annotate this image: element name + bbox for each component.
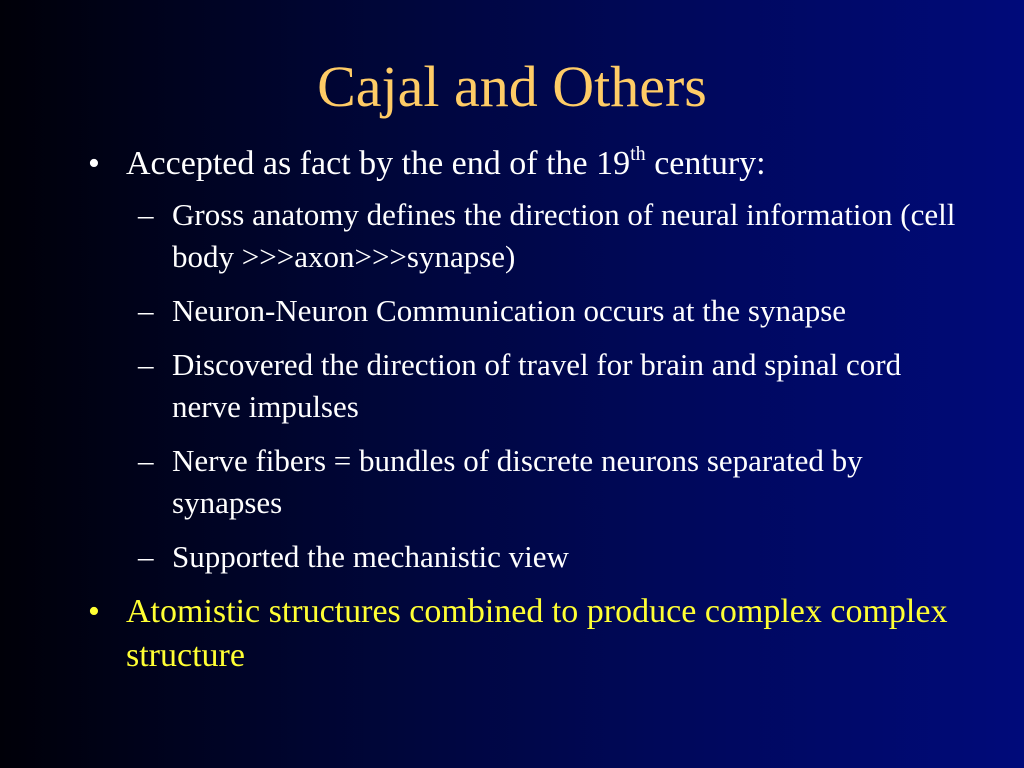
sub-item-text: Nerve fibers = bundles of discrete neuro…	[172, 443, 863, 520]
bullet-marker: •	[88, 145, 100, 182]
slide-title: Cajal and Others	[317, 54, 707, 119]
sub-item-5: – Supported the mechanistic view	[138, 536, 968, 578]
bullet-item-2: • Atomistic structures combined to produ…	[88, 590, 968, 678]
sub-list: – Gross anatomy defines the direction of…	[88, 194, 968, 578]
sub-item-text: Discovered the direction of travel for b…	[172, 347, 902, 424]
dash-marker: –	[138, 539, 154, 574]
bullet-text-before: Accepted as fact by the end of the 19	[126, 145, 631, 182]
bullet-superscript: th	[630, 143, 646, 165]
bullet-marker: •	[88, 593, 100, 630]
sub-item-3: – Discovered the direction of travel for…	[138, 344, 968, 428]
dash-marker: –	[138, 347, 154, 382]
slide-content: • Accepted as fact by the end of the 19t…	[88, 142, 968, 684]
sub-item-4: – Nerve fibers = bundles of discrete neu…	[138, 440, 968, 524]
dash-marker: –	[138, 197, 154, 232]
sub-item-text: Supported the mechanistic view	[172, 539, 569, 574]
dash-marker: –	[138, 293, 154, 328]
sub-item-1: – Gross anatomy defines the direction of…	[138, 194, 968, 278]
bullet-text-after: century:	[645, 145, 766, 182]
sub-item-2: – Neuron-Neuron Communication occurs at …	[138, 290, 968, 332]
dash-marker: –	[138, 443, 154, 478]
sub-item-text: Neuron-Neuron Communication occurs at th…	[172, 293, 847, 328]
bullet-item-1: • Accepted as fact by the end of the 19t…	[88, 142, 968, 186]
bullet-text: Atomistic structures combined to produce…	[126, 593, 948, 674]
sub-item-text: Gross anatomy defines the direction of n…	[172, 197, 956, 274]
